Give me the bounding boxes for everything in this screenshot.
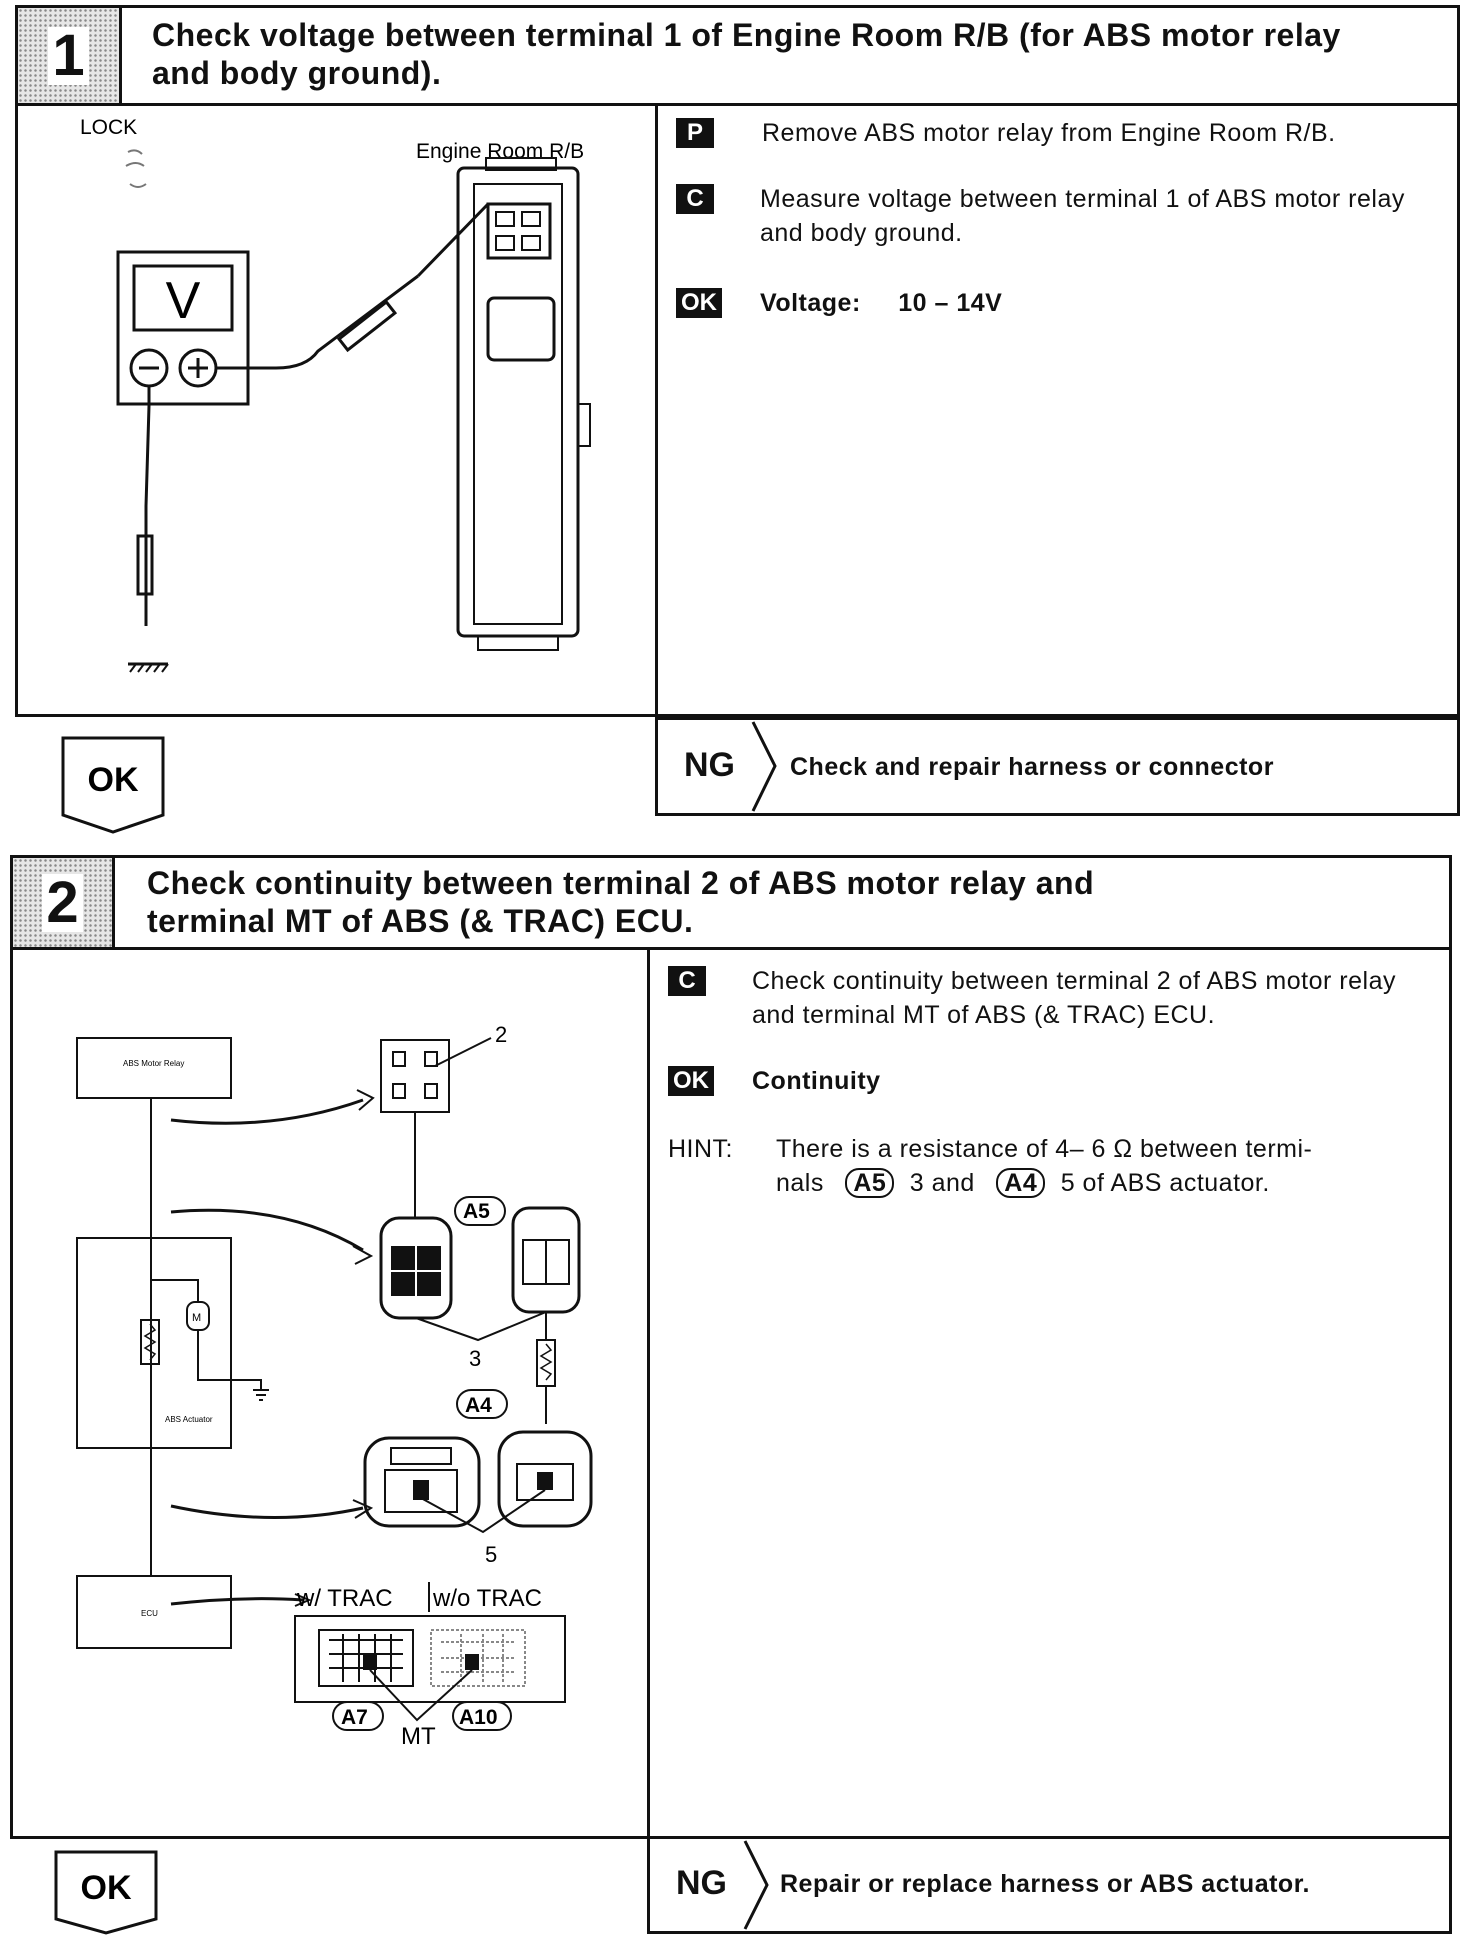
key-sketch [125, 149, 147, 188]
step1-ng-box [655, 717, 1460, 816]
step1-number: 1 [18, 8, 122, 103]
step1-ng-chevron [751, 721, 777, 812]
step2-hint-text: There is a resistance of 4– 6 Ω between … [776, 1132, 1446, 1200]
w-trac-label: w/ TRAC [296, 1585, 393, 1612]
step2-ng-label: NG [676, 1864, 727, 1902]
rb-label: Engine Room R/B [416, 140, 584, 163]
voltage-label: Voltage: [760, 289, 861, 317]
voltmeter-symbol: V [166, 272, 201, 330]
step2-column-divider [647, 947, 650, 1839]
ground-icon [253, 1389, 269, 1401]
a10-connector-label: A10 [459, 1706, 498, 1729]
a7-connector [318, 1629, 414, 1687]
ecu-label: ECU [141, 1609, 158, 1618]
step1-badge-ok: OK [676, 288, 722, 318]
a5-connector-label: A5 [463, 1200, 490, 1223]
step2-title: Check continuity between terminal 2 of A… [147, 864, 1094, 940]
voltmeter-body [116, 250, 250, 406]
hint-tail: 5 of ABS actuator. [1060, 1169, 1270, 1197]
ecu-block [76, 1575, 232, 1649]
step2-figure: ABS Motor Relay ABS Actuator M ECU 2 A5 … [76, 1022, 593, 1750]
step1-panel [15, 5, 1460, 717]
step1-title-line2: and body ground). [152, 55, 442, 91]
ground-hatch-icon [129, 663, 169, 673]
step2-ng-action: Repair or replace harness or ABS actuato… [780, 1870, 1310, 1898]
ground-probe [136, 534, 154, 596]
step2-title-line1: Check continuity between terminal 2 of A… [147, 865, 1095, 901]
step2-badge-c: C [668, 966, 706, 996]
hint-a5-badge: A5 [845, 1168, 895, 1198]
a7-connector-label: A7 [341, 1706, 368, 1729]
arrow-a4 [170, 1504, 364, 1519]
step1-title: Check voltage between terminal 1 of Engi… [152, 16, 1341, 92]
actuator-label: ABS Actuator [165, 1415, 213, 1424]
step1-instruction-p: Remove ABS motor relay from Engine Room … [762, 119, 1336, 147]
hint-nals: nals [776, 1169, 824, 1197]
wo-trac-label: w/o TRAC [432, 1585, 542, 1612]
arrow-a5 [170, 1208, 364, 1252]
hint-line2: nals A5 3 and A4 5 of ABS actuator. [776, 1166, 1446, 1200]
step1-badge-p: P [676, 118, 714, 148]
fuse-socket [486, 296, 556, 362]
step1-ng-action: Check and repair harness or connector [790, 753, 1274, 781]
mt-label: MT [401, 1723, 436, 1750]
hint-line1: There is a resistance of 4– 6 Ω between … [776, 1135, 1313, 1163]
step2-ok-arrow: OK [54, 1850, 158, 1935]
terminal-5-label: 5 [485, 1542, 497, 1567]
step1-ok-arrow: OK [61, 736, 165, 834]
positive-lead [216, 274, 419, 370]
voltage-value: 10 – 14V [898, 289, 1003, 317]
motor-relay-label: ABS Motor Relay [123, 1059, 184, 1068]
step2-hint-label: HINT: [668, 1135, 733, 1163]
step2-ok-label: OK [81, 1869, 132, 1907]
step1-instruction-c: Measure voltage between terminal 1 of AB… [760, 185, 1405, 247]
hint-a4-badge: A4 [996, 1168, 1046, 1198]
ground-lead [144, 386, 151, 626]
motor-relay-block [76, 1037, 232, 1099]
step2-instruction-c: Check continuity between terminal 2 of A… [752, 967, 1396, 1029]
arrow-ecu [170, 1597, 304, 1606]
step1-title-line1: Check voltage between terminal 1 of Engi… [152, 17, 1341, 53]
step2-title-divider [10, 947, 1452, 950]
step1-title-divider [15, 103, 1460, 106]
a4-connector [363, 1436, 481, 1528]
step2-ng-box [647, 1836, 1452, 1934]
arrow-relay [170, 1098, 364, 1125]
step2-instruction-ok: Continuity [752, 1067, 881, 1095]
step1-badge-c: C [676, 184, 714, 214]
svg-text:M: M [192, 1312, 201, 1324]
step1-column-divider [655, 103, 658, 717]
lock-label: LOCK [80, 116, 137, 139]
relay-connector [380, 1039, 450, 1113]
a10-connector [430, 1629, 526, 1687]
positive-probe [336, 299, 398, 353]
hint-3-and: 3 and [909, 1169, 975, 1197]
voltmeter-display [132, 264, 234, 332]
resistor-icon [140, 1319, 160, 1365]
step2-title-line2: terminal MT of ABS (& TRAC) ECU. [147, 903, 694, 939]
actuator-block [76, 1237, 232, 1449]
terminal-3-label: 3 [469, 1346, 481, 1371]
a4-connector-label: A4 [465, 1394, 492, 1417]
step2-badge-ok: OK [668, 1066, 714, 1096]
terminal-2-label: 2 [495, 1022, 507, 1047]
engine-room-rb [456, 166, 580, 638]
a4-mate-connector [497, 1430, 593, 1528]
step1-ok-label: OK [88, 761, 139, 799]
step2-number: 2 [13, 858, 115, 947]
step1-instruction-ok: Voltage: 10 – 14V [760, 286, 1002, 320]
relay-socket [486, 202, 552, 260]
step1-figure: LOCK Engine Room R/B V [80, 116, 591, 673]
ecu-connector-panel [294, 1615, 566, 1703]
step1-ng-label: NG [684, 746, 735, 784]
step2-ng-chevron [743, 1840, 769, 1930]
